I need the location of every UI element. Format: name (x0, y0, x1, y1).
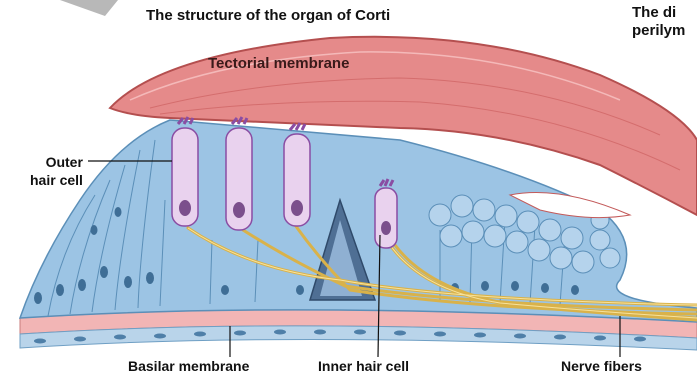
label-inner-hair-cell: Inner hair cell (318, 359, 409, 374)
label-basilar-membrane: Basilar membrane (128, 359, 249, 374)
cut-off-heading: The di perilym (632, 4, 685, 40)
cut-off-heading-line2: perilym (632, 22, 685, 40)
label-outer-hair-cell: Outer hair cell (30, 153, 83, 189)
cut-off-heading-line1: The di (632, 4, 685, 22)
outer-hair-cell (172, 117, 198, 226)
diagram-title: The structure of the organ of Corti (146, 8, 390, 25)
label-outer-hair-cell-line1: Outer (30, 153, 83, 171)
outer-hair-cell (226, 117, 252, 230)
label-outer-hair-cell-line2: hair cell (30, 171, 83, 189)
label-nerve-fibers: Nerve fibers (561, 359, 642, 374)
pointer-arrow (60, 0, 118, 16)
outer-hair-cell (284, 123, 310, 226)
label-tectorial-membrane: Tectorial membrane (208, 56, 349, 73)
